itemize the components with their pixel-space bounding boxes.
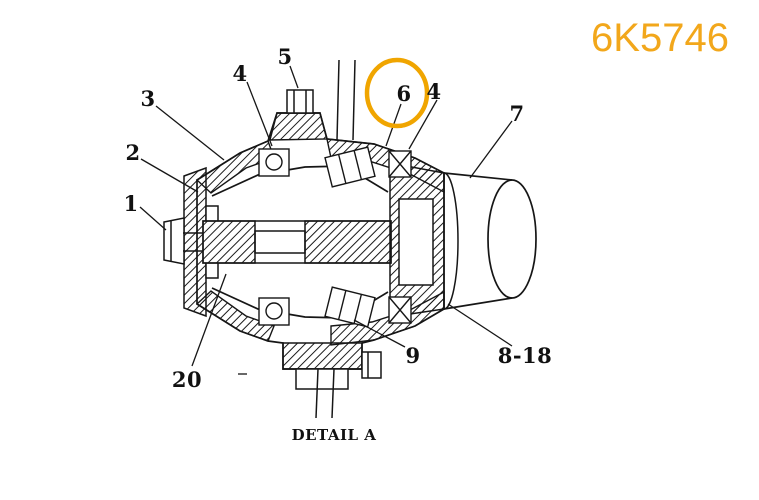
callout-9: 9 <box>405 343 421 368</box>
top-stud <box>336 59 356 141</box>
bottom-stud <box>315 368 335 419</box>
callout-6: 6 <box>396 81 412 106</box>
callout-5: 5 <box>277 44 293 69</box>
highlight-circle <box>364 57 430 129</box>
hub <box>389 162 459 318</box>
callout-4-right: 4 <box>426 79 442 104</box>
part-number: 6K5746 <box>591 16 729 60</box>
callout-3: 3 <box>140 86 156 111</box>
bottom-nut <box>295 368 349 390</box>
callout-20: 20 <box>171 367 203 392</box>
bottom-bolt <box>361 351 382 379</box>
callout-1: 1 <box>123 191 139 216</box>
callout-2: 2 <box>125 140 141 165</box>
bearings <box>258 146 412 328</box>
mounting-bolt <box>163 217 203 265</box>
leader-lines <box>139 65 513 375</box>
top-bolt <box>286 89 314 114</box>
callout-4-left: 4 <box>232 61 248 86</box>
output-shaft-cylinder <box>443 172 537 310</box>
callout-7: 7 <box>509 101 525 126</box>
central-shaft <box>202 220 392 264</box>
callout-8-18: 8-18 <box>497 343 553 368</box>
detail-caption: DETAIL A <box>291 426 377 444</box>
